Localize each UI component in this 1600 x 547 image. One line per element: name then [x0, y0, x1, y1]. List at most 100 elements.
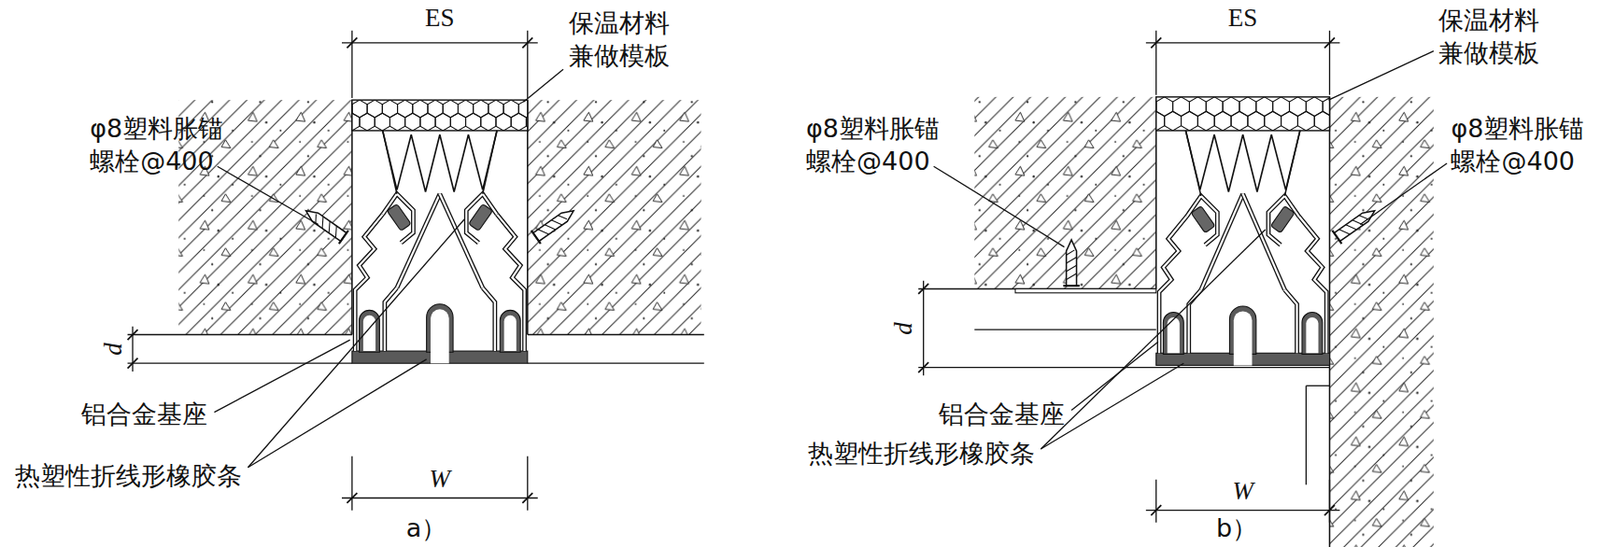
rubber-key — [386, 203, 411, 231]
aluminium-profile — [1284, 289, 1297, 354]
line-work — [346, 493, 357, 504]
aluminium-profile — [396, 194, 440, 289]
line-work — [1305, 385, 1307, 485]
aluminium-profile — [482, 287, 496, 352]
concrete-hatch — [527, 99, 702, 335]
line-work — [1150, 37, 1162, 48]
line-work — [526, 99, 529, 335]
line-work — [1040, 229, 1265, 450]
insulation-cell — [450, 113, 466, 131]
anchor-bolt — [1062, 240, 1079, 286]
line-work — [1329, 97, 1331, 547]
rubber-bump-hollow — [1233, 311, 1253, 366]
line-work — [527, 334, 705, 337]
aluminium-profile — [382, 194, 414, 243]
line-work — [1305, 385, 1330, 387]
aluminium-profile — [384, 287, 397, 352]
line-work — [1359, 163, 1447, 226]
aluminium-profile — [482, 287, 496, 352]
line-work — [1329, 480, 1331, 524]
aluminium-profile — [1189, 289, 1202, 354]
insulation-cell — [510, 113, 526, 131]
dimension-label: W — [1231, 475, 1254, 509]
part-label: 热塑性折线形橡胶条 — [14, 459, 242, 493]
insulation-board — [352, 99, 528, 131]
rubber-bump — [1302, 312, 1323, 355]
line-work — [527, 363, 705, 365]
line-work — [526, 456, 528, 511]
concrete-hatch — [1329, 97, 1433, 547]
insulation-cell — [420, 113, 436, 131]
aluminium-profile — [1201, 194, 1244, 291]
figure-label: a） — [406, 512, 448, 546]
line-work — [382, 130, 497, 193]
insulation-cell — [1181, 111, 1199, 131]
dimension-label: d — [98, 342, 131, 356]
insulation-cell — [1197, 111, 1215, 131]
part-label: φ8塑料胀锚 螺栓@400 — [1450, 112, 1595, 178]
insulation-cell — [481, 113, 496, 131]
aluminium-profile — [1299, 216, 1327, 354]
aluminium-profile — [1189, 289, 1202, 354]
line-work — [127, 358, 139, 369]
concrete-speckle — [1329, 97, 1433, 547]
insulation-cell — [518, 99, 527, 118]
rubber-bump-hollow — [504, 315, 517, 352]
line-work — [1328, 51, 1434, 100]
line-work — [127, 363, 353, 365]
aluminium-profile — [1243, 194, 1286, 291]
dimension-label: ES — [424, 1, 455, 35]
line-work — [974, 328, 1156, 330]
insulation-cell — [405, 113, 421, 131]
aluminium-profile — [1268, 196, 1300, 245]
line-work — [934, 166, 1065, 247]
line-work — [217, 166, 319, 225]
concrete-speckle — [527, 99, 702, 335]
rubber-bump — [499, 310, 521, 353]
concrete-hatch — [974, 97, 1156, 290]
aluminium-profile — [1159, 216, 1187, 354]
insulation-cell — [1164, 111, 1182, 131]
material-label: 保温材料 兼做模板 — [568, 6, 678, 72]
line-work — [922, 281, 924, 377]
line-work — [1324, 37, 1335, 48]
insulation-cell — [466, 113, 482, 131]
aluminium-profile — [1284, 289, 1297, 354]
insulation-cell — [1264, 111, 1282, 131]
anchor-bolt — [1331, 204, 1379, 245]
aluminium-profile — [466, 194, 497, 243]
material-label: 保温材料 兼做模板 — [1438, 3, 1547, 70]
line-work — [127, 329, 139, 340]
insulation-cell — [525, 113, 527, 131]
line-work — [1329, 30, 1331, 96]
line-work — [522, 493, 533, 504]
line-work — [918, 283, 929, 295]
part-label: 铝合金基座 — [938, 397, 1065, 431]
line-work — [247, 359, 426, 468]
line-work — [247, 219, 465, 468]
line-work — [1155, 480, 1157, 524]
insulation-cell — [359, 113, 375, 131]
aluminium-profile — [1187, 196, 1218, 245]
aluminium-profile — [1299, 216, 1327, 354]
aluminium-profile — [1243, 194, 1286, 291]
part-label: φ8塑料胀锚 螺栓@400 — [89, 112, 234, 178]
aluminium-profile — [496, 214, 524, 352]
line-work — [1155, 30, 1157, 96]
insulation-cell — [1247, 111, 1265, 131]
aluminium-profile — [1201, 194, 1244, 291]
insulation-cell — [1214, 111, 1232, 131]
dimension-label: d — [887, 322, 921, 336]
insulation-cell — [1231, 111, 1248, 131]
anchor-bolt — [301, 204, 349, 245]
rubber-key — [468, 203, 494, 231]
line-work — [341, 42, 539, 43]
aluminium-profile — [496, 214, 524, 352]
line-work — [351, 30, 353, 99]
rubber-bump — [359, 310, 381, 353]
line-work — [1324, 505, 1335, 516]
insulation-cell — [1297, 111, 1315, 131]
line-work — [526, 30, 528, 99]
line-work — [1150, 505, 1162, 516]
